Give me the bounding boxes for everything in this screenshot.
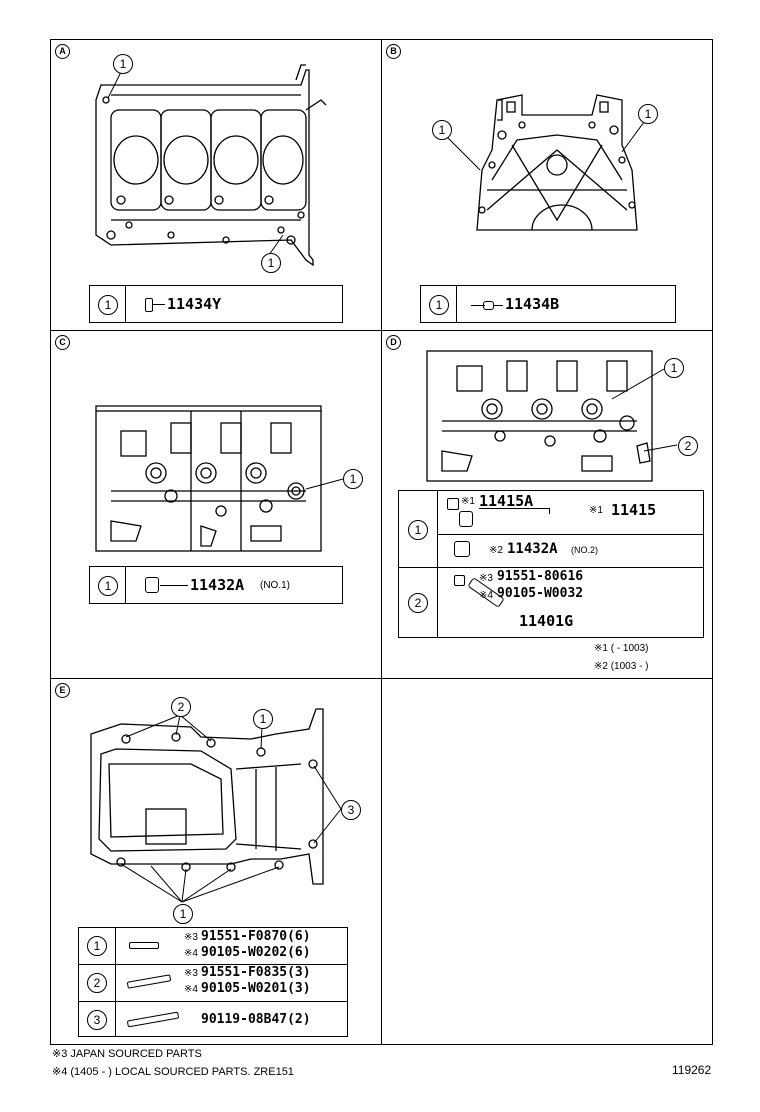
engine-block-side-drawing-d — [426, 350, 678, 482]
panel-e-legend: 1 ※3 91551-F0870(6) ※4 90105-W0202(6) 2 … — [78, 927, 348, 1037]
panel-e-legend-row1-num: 1 — [87, 936, 107, 956]
bolt-icon — [454, 575, 465, 586]
panel-d-row2-mark1: ※3 — [479, 573, 493, 584]
panel-e-row2-mark2: ※4 — [184, 984, 198, 995]
panel-d-legend: 1 ※1 11415A ※1 11415 ※2 11432A (NO.2) 2 … — [398, 490, 704, 638]
sensor-icon — [447, 498, 459, 510]
panel-e-row1-mark1: ※3 — [184, 932, 198, 943]
pin-icon — [471, 305, 485, 306]
panel-d-row2-mark2: ※4 — [479, 590, 493, 601]
panel-e-row2-part1: 91551-F0835(3) — [201, 965, 311, 980]
panel-a-callout-1-top: 1 — [113, 54, 133, 74]
sensor-body-icon — [459, 511, 473, 527]
panel-a-label: A — [55, 44, 70, 59]
footer-note-2: ※4 (1405 - ) LOCAL SOURCED PARTS. ZRE151 — [52, 1066, 294, 1078]
bolt-icon — [126, 974, 172, 989]
panel-e-legend-row3-num: 3 — [87, 1010, 107, 1030]
panel-e-callout-3: 3 — [341, 800, 361, 820]
panel-d-row2-part2: 90105-W0032 — [497, 586, 584, 601]
panel-d-callout-1: 1 — [664, 358, 684, 378]
panel-d-legend-row1-num: 1 — [408, 520, 428, 540]
panel-b-callout-1-right: 1 — [638, 104, 658, 124]
panel-b: B 1 1 1 11434B — [381, 39, 713, 331]
panel-d-row2-part3: 11401G — [519, 612, 574, 630]
panel-d: D 1 2 1 ※1 11415A ※1 11415 — [381, 330, 713, 679]
panel-e-callout-1-bottom: 1 — [173, 904, 193, 924]
panel-b-label: B — [386, 44, 401, 59]
plug-icon — [454, 541, 470, 557]
panel-c-legend: 1 11432A (NO.1) — [89, 566, 343, 604]
panel-e-row1-part1: 91551-F0870(6) — [201, 929, 311, 944]
panel-d-label: D — [386, 335, 401, 350]
panel-e-row1-part2: 90105-W0202(6) — [201, 945, 311, 960]
panel-e-callout-2: 2 — [171, 697, 191, 717]
panel-d-legend-row2-num: 2 — [408, 593, 428, 613]
panel-b-callout-1-left: 1 — [432, 120, 452, 140]
panel-c-callout-1: 1 — [343, 469, 363, 489]
panel-c-part-number: 11432A — [190, 576, 245, 594]
panel-a-callout-1-bottom: 1 — [261, 253, 281, 273]
panel-b-legend-num: 1 — [429, 295, 449, 315]
panel-a: A 1 1 1 11434Y — [50, 39, 382, 331]
panel-e-callout-1-top: 1 — [253, 709, 273, 729]
panel-e-row2-part2: 90105-W0201(3) — [201, 981, 311, 996]
panel-c-label: C — [55, 335, 70, 350]
panel-b-part-number: 11434B — [505, 295, 560, 313]
bolt-icon — [129, 942, 159, 949]
bolt-icon — [126, 1011, 180, 1028]
panel-e-legend-row2-num: 2 — [87, 973, 107, 993]
panel-e-row2-mark1: ※3 — [184, 968, 198, 979]
engine-block-front-drawing — [447, 94, 645, 231]
panel-d-row1-mark3: ※2 — [489, 545, 503, 556]
panel-a-legend: 1 11434Y — [89, 285, 343, 323]
pin-icon — [145, 298, 153, 312]
panel-d-row1-part2: 11415 — [611, 501, 657, 519]
panel-d-callout-2: 2 — [678, 436, 698, 456]
panel-d-row1-part1: 11415A — [479, 492, 534, 510]
panel-b-legend: 1 11434B — [420, 285, 676, 323]
panel-empty — [381, 678, 713, 1045]
panel-e-row3-part1: 90119-08B47(2) — [201, 1012, 311, 1027]
panel-d-row1-mark2: ※1 — [589, 505, 603, 516]
panel-d-row2-part1: 91551-80616 — [497, 569, 584, 584]
panel-c: C 1 1 11432A (NO.1) — [50, 330, 382, 679]
panel-d-row1-note3: (NO.2) — [571, 545, 598, 555]
panel-e-row1-mark2: ※4 — [184, 948, 198, 959]
panel-d-row1-mark1: ※1 — [461, 496, 475, 507]
panel-c-part-note: (NO.1) — [260, 580, 290, 591]
plug-icon — [145, 577, 159, 593]
panel-e-label: E — [55, 683, 70, 698]
footer-note-1: ※3 JAPAN SOURCED PARTS — [52, 1048, 202, 1060]
panel-c-legend-num: 1 — [98, 576, 118, 596]
engine-block-top-drawing — [95, 64, 327, 267]
panel-e: E 2 1 3 1 1 ※3 91551-F0870(6) ※4 — [50, 678, 382, 1045]
panel-d-footnote-2: ※2 (1003 - ) — [594, 661, 649, 672]
panel-a-part-number: 11434Y — [167, 295, 222, 313]
panel-d-row1-part3: 11432A — [507, 541, 558, 557]
footer-code: 119262 — [672, 1063, 712, 1077]
panel-a-legend-num: 1 — [98, 295, 118, 315]
panel-d-footnote-1: ※1 ( - 1003) — [594, 643, 649, 654]
engine-block-bottom-drawing — [90, 708, 342, 903]
engine-block-side-drawing — [95, 405, 344, 552]
